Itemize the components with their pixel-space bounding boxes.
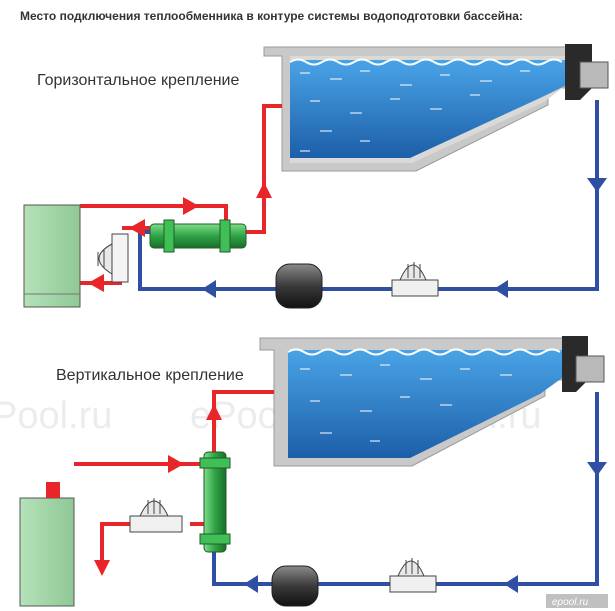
skimmer-icon xyxy=(562,336,605,392)
boiler-icon xyxy=(23,204,81,308)
flow-arrow-icon xyxy=(88,274,104,292)
pool-basin xyxy=(259,337,579,467)
heat-exchanger-icon xyxy=(149,219,247,253)
circulation-pump-icon xyxy=(391,262,439,297)
circulation-pump-icon xyxy=(129,498,183,533)
heat-exchanger-icon xyxy=(199,451,231,553)
flow-arrow-icon xyxy=(494,280,508,298)
section-label-horizontal: Горизонтальное крепление xyxy=(37,72,239,89)
flow-arrow-icon xyxy=(94,560,110,576)
flow-arrow-icon xyxy=(183,197,199,215)
brand-badge-text: epool.ru xyxy=(552,597,589,608)
boiler-icon xyxy=(19,482,75,607)
filter-icon xyxy=(275,263,323,309)
skimmer-icon xyxy=(565,44,609,100)
flow-arrow-icon xyxy=(206,404,222,420)
flow-arrow-icon xyxy=(129,219,145,237)
brand-badge: epool.ru xyxy=(546,594,608,608)
circulation-pump-icon xyxy=(97,233,129,283)
page-title: Место подключения теплообменника в конту… xyxy=(20,9,523,23)
flow-arrow-icon xyxy=(587,178,607,192)
flow-arrow-icon xyxy=(168,455,184,473)
flow-arrow-icon xyxy=(256,182,272,198)
flow-arrow-icon xyxy=(244,575,258,593)
flow-arrow-icon xyxy=(504,575,518,593)
filter-icon xyxy=(271,565,319,607)
section-label-vertical: Вертикальное крепление xyxy=(56,367,244,384)
watermark-text: Pool.ru xyxy=(0,395,112,437)
pool-basin xyxy=(263,46,583,172)
flow-arrow-icon xyxy=(202,280,216,298)
circulation-pump-icon xyxy=(389,558,437,593)
flow-arrow-icon xyxy=(587,462,607,476)
